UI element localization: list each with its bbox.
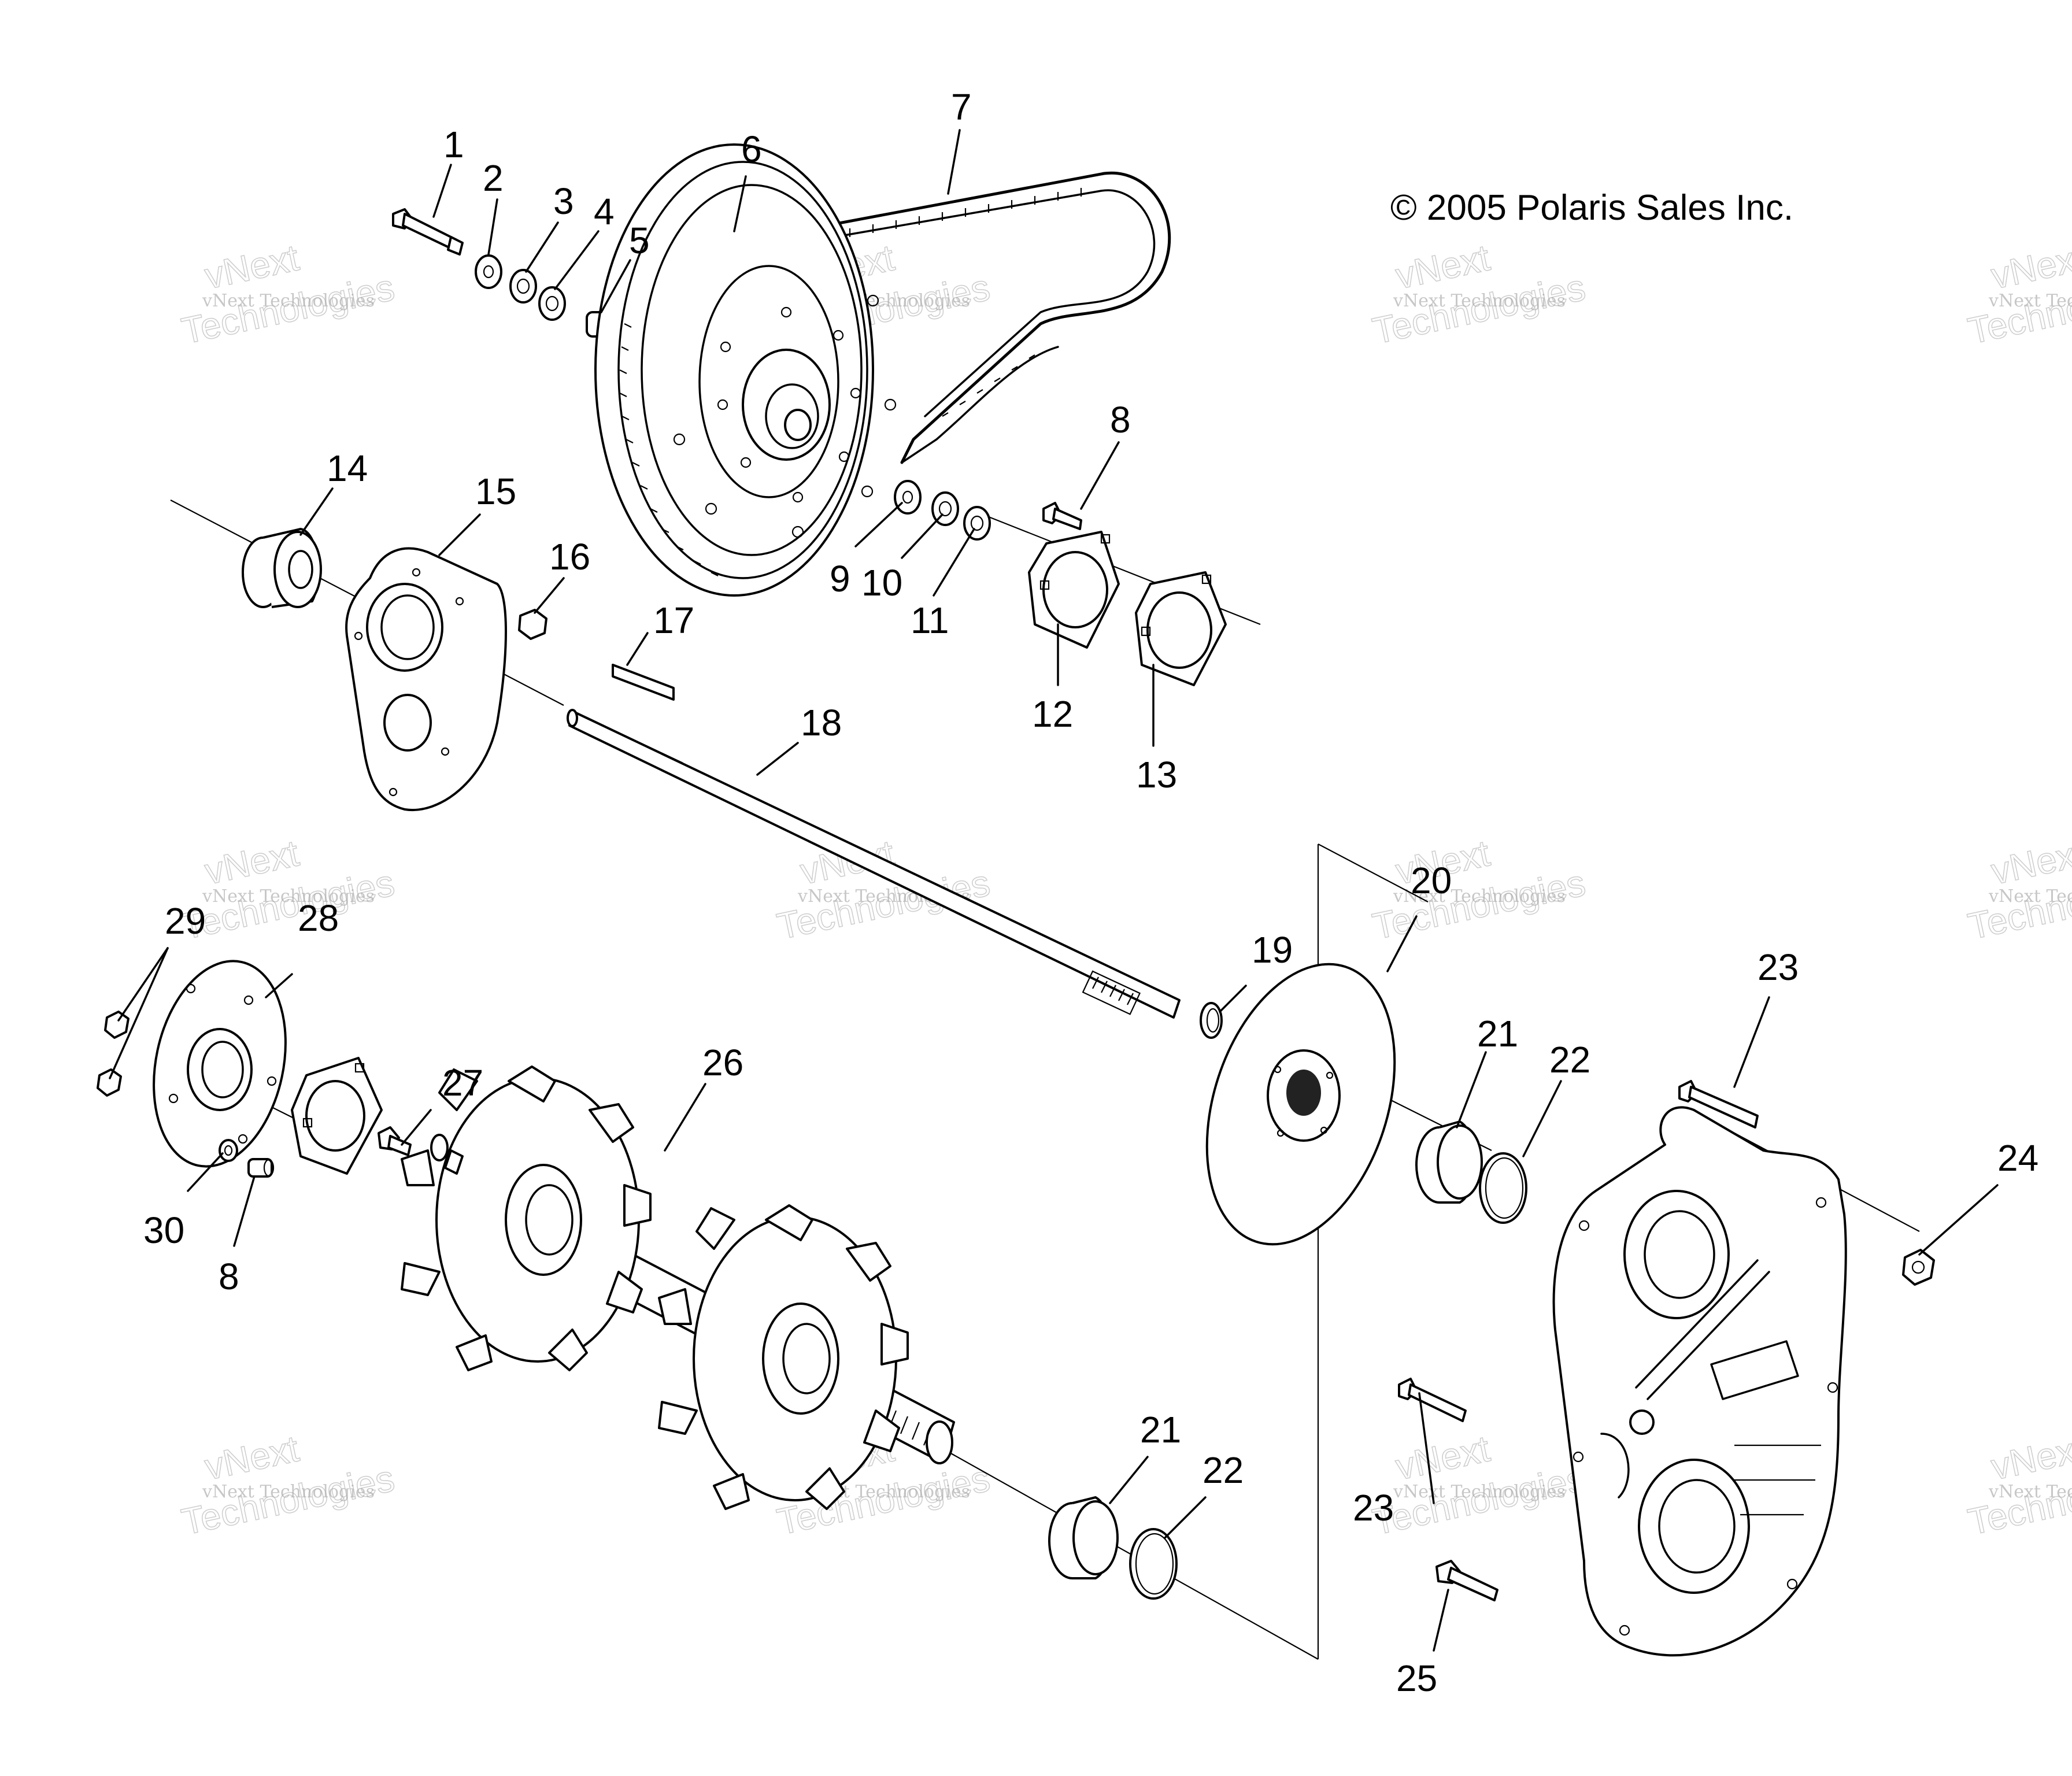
callout-5: 5 <box>629 220 650 261</box>
part-13-flange <box>1135 571 1227 686</box>
part-23-bolt-lower <box>1398 1378 1467 1422</box>
part-4-washer <box>538 286 566 321</box>
callout-1: 1 <box>443 124 464 165</box>
part-18-shaft <box>567 709 1181 1019</box>
callout-3: 3 <box>553 180 574 222</box>
watermark-big: vNext <box>1988 832 2072 892</box>
callout-21-lower: 21 <box>1140 1409 1181 1451</box>
part-1-bolt <box>392 208 464 256</box>
part-21-bearing-lower <box>1048 1496 1119 1579</box>
watermark: vNext vNext Technologies Technologies <box>1964 1427 2072 1543</box>
callout-16: 16 <box>549 536 590 578</box>
callout-30: 30 <box>143 1209 184 1251</box>
part-3-washer <box>509 269 537 304</box>
part-8-bolt-lower <box>247 1158 275 1178</box>
callout-19: 19 <box>1252 929 1293 971</box>
callout-25: 25 <box>1396 1657 1437 1699</box>
watermark-text: vNext Technologies <box>1393 291 1566 311</box>
part-15-plate <box>345 547 507 812</box>
part-26-drive-axle <box>401 1065 955 1510</box>
part-29-nut <box>104 1011 130 1039</box>
part-14-bearing <box>242 528 322 608</box>
part-27-flange <box>291 1057 383 1175</box>
part-7-belt <box>732 171 1171 464</box>
watermark: vNext vNext Technologies Technologies <box>177 1427 398 1543</box>
watermark: vNext vNext Technologies Technologies <box>177 831 398 948</box>
lower-right-axis <box>936 1445 1319 1660</box>
callout-10: 10 <box>861 562 902 604</box>
callout-13: 13 <box>1136 754 1177 796</box>
part-29-nut-2 <box>97 1068 122 1097</box>
watermark-text: vNext Technologies <box>202 886 375 906</box>
callout-24: 24 <box>1997 1137 2038 1179</box>
copyright-text: © 2005 Polaris Sales Inc. <box>1390 188 1793 228</box>
callout-7: 7 <box>951 86 972 128</box>
callout-14: 14 <box>327 447 368 489</box>
bracket-top <box>1318 843 1429 902</box>
watermark-text: vNext Technologies <box>1988 1482 2072 1502</box>
callout-6: 6 <box>741 128 762 170</box>
part-19-ring <box>1200 1002 1223 1039</box>
callout-numbers: 1 2 3 4 5 6 7 8 9 10 11 12 13 14 15 16 1… <box>143 86 2038 1699</box>
watermark-text: vNext Technologies <box>1988 291 2072 311</box>
callout-27: 27 <box>442 1062 483 1104</box>
part-16-nut <box>518 609 547 640</box>
callout-8-lower: 8 <box>219 1256 239 1297</box>
part-23-bolt <box>1678 1080 1759 1128</box>
watermark: vNext vNext Technologies Technologies <box>1368 1427 1589 1543</box>
part-27-bolt <box>378 1126 412 1156</box>
callout-20: 20 <box>1411 860 1452 901</box>
part-22-ring-lower <box>1129 1528 1178 1600</box>
callout-4: 4 <box>594 191 615 232</box>
part-8-bolt <box>1042 502 1082 530</box>
watermark-text: vNext Technologies <box>202 291 375 311</box>
leader-lines <box>109 129 1999 1652</box>
watermark: vNext vNext Technologies Technologies <box>177 236 398 352</box>
watermark-big: vNext <box>1988 1427 2072 1488</box>
part-21-bearing <box>1415 1120 1483 1204</box>
watermark-text: vNext Technologies <box>1988 886 2072 906</box>
callout-17: 17 <box>653 600 694 641</box>
part-11-washer <box>963 506 991 541</box>
callout-21: 21 <box>1477 1013 1518 1054</box>
watermark-text: vNext Technologies <box>1393 1482 1566 1502</box>
part-6-pulley <box>594 143 897 597</box>
callout-22-lower: 22 <box>1202 1449 1244 1491</box>
watermark-big: vNext <box>1988 236 2072 297</box>
callout-23: 23 <box>1758 946 1799 988</box>
watermark: vNext vNext Technologies Technologies <box>773 831 994 948</box>
part-9-washer <box>894 480 922 515</box>
watermark-text: vNext Technologies <box>202 1482 375 1502</box>
callout-22: 22 <box>1549 1039 1590 1081</box>
watermark: vNext vNext Technologies Technologies <box>1368 831 1589 948</box>
callout-23-lower: 23 <box>1353 1487 1394 1529</box>
callout-2: 2 <box>483 157 504 199</box>
part-12-flange <box>1028 531 1120 649</box>
watermark: vNext vNext Technologies Technologies <box>1368 236 1589 352</box>
callout-11: 11 <box>911 600 949 641</box>
callout-15: 15 <box>475 471 516 512</box>
watermark: vNext vNext Technologies Technologies <box>1964 831 2072 948</box>
part-20-disc <box>1205 963 1396 1246</box>
callout-26: 26 <box>702 1042 743 1083</box>
watermark-text: vNext Technologies <box>1393 886 1566 906</box>
part-2-washer <box>475 254 502 289</box>
watermark: vNext vNext Technologies Technologies <box>1964 236 2072 352</box>
part-17-key <box>612 664 675 701</box>
part-25-bolt <box>1435 1560 1498 1601</box>
callout-29: 29 <box>165 900 206 942</box>
chain-case-housing <box>1552 1106 1847 1657</box>
sprocket-right <box>658 1204 909 1510</box>
callout-8: 8 <box>1110 399 1131 441</box>
callout-9: 9 <box>830 558 850 600</box>
part-30-washer <box>219 1139 238 1162</box>
sprocket-left <box>401 1065 652 1371</box>
callout-12: 12 <box>1032 693 1073 735</box>
part-24-nut <box>1902 1249 1935 1286</box>
callout-28: 28 <box>298 897 339 939</box>
callout-18: 18 <box>801 702 842 743</box>
part-22-ring <box>1479 1152 1527 1224</box>
part-28-plate <box>153 960 287 1168</box>
